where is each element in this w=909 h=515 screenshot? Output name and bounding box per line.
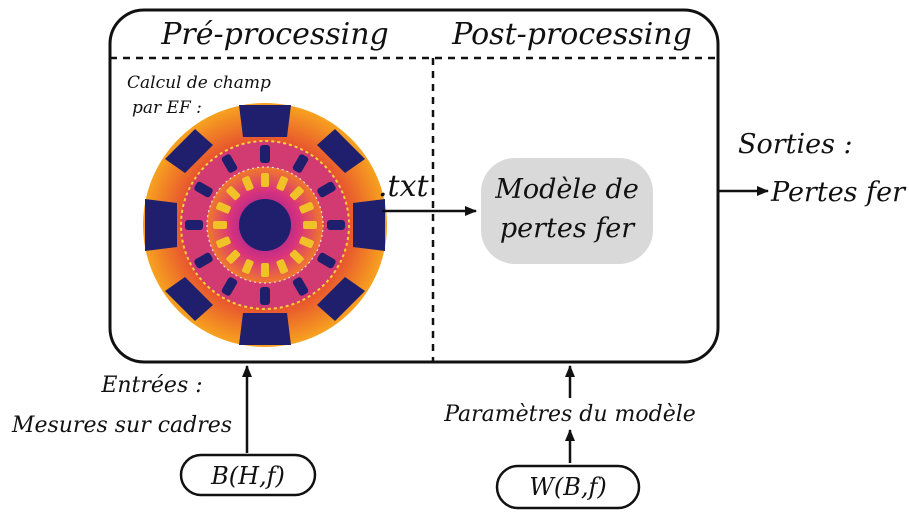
- parameters-node-box: [495, 464, 641, 510]
- input-node-label: B(H,f): [210, 462, 285, 490]
- parameters-node-label: W(B,f): [529, 473, 607, 501]
- file-format-label: .txt: [378, 169, 430, 204]
- fem-field-map: [143, 103, 387, 347]
- fem-label-line2: par EF :: [132, 98, 202, 118]
- loss-model-line1: Modèle de: [494, 174, 639, 205]
- parameters-label: Paramètres du modèle: [443, 402, 696, 427]
- loss-model-box: [481, 158, 653, 264]
- pre-processing-title: Pré-processing: [160, 17, 389, 52]
- stator-slots: [185, 145, 345, 305]
- loss-model-line2: pertes fer: [500, 213, 636, 244]
- inputs-label-line2: Mesures sur cadres: [11, 413, 232, 438]
- rotor-bars: [213, 173, 317, 277]
- outputs-value: Pertes fer: [770, 177, 907, 208]
- outputs-label: Sorties :: [738, 129, 853, 160]
- post-processing-title: Post-processing: [451, 17, 692, 52]
- input-node-box: [179, 453, 317, 497]
- inputs-label-line1: Entrées :: [100, 373, 202, 398]
- stator-dark-regions: [145, 105, 385, 345]
- fem-label-line1: Calcul de champ: [127, 73, 271, 93]
- processing-box: [108, 8, 720, 364]
